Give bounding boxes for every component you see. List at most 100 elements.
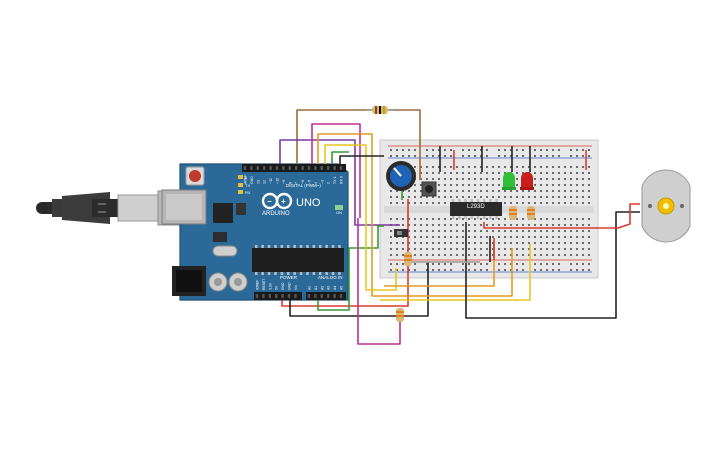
power-analog-pin-label: A2: [320, 286, 324, 290]
power-header[interactable]: [254, 292, 302, 300]
arduino-logo: − + ARDUINO UNO: [261, 192, 321, 217]
header-pin[interactable]: [263, 166, 266, 170]
digital-pin-label: RX 0: [340, 176, 344, 184]
analog-header[interactable]: [306, 292, 346, 300]
header-pin[interactable]: [314, 294, 317, 298]
digital-pin-label: 12: [263, 180, 267, 184]
power-analog-pin-label: GND: [288, 282, 292, 290]
motor-icon[interactable]: [641, 169, 691, 243]
header-pin[interactable]: [269, 166, 272, 170]
header-pin[interactable]: [301, 166, 304, 170]
wire-yellow-top: [324, 144, 367, 240]
header-pin[interactable]: [307, 166, 311, 170]
resistor-icon: [509, 206, 517, 220]
resistor-icon: [527, 206, 535, 220]
on-label: ON: [336, 210, 342, 215]
header-pin[interactable]: [243, 166, 247, 170]
power-analog-pin-label: A3: [327, 286, 331, 290]
header-pin[interactable]: [320, 294, 323, 298]
header-pin[interactable]: [339, 166, 343, 170]
power-analog-pin-label: RESET: [262, 279, 266, 290]
led-icon: [502, 172, 516, 190]
digital-pin-label: 4: [314, 182, 318, 184]
wire-yellow-bottom: [365, 240, 397, 291]
power-analog-pin-label: GND: [281, 282, 285, 290]
resistor-icon: [396, 308, 404, 322]
analog-label: ANALOG IN: [318, 275, 343, 280]
wire-magenta-bottom: [357, 218, 401, 345]
digital-pin-label: AREF: [244, 174, 248, 184]
tx-label: TX: [245, 183, 250, 188]
digital-pin-label: ~6: [301, 180, 305, 184]
digital-pin-label: ~3: [320, 180, 324, 184]
header-pin[interactable]: [255, 294, 259, 298]
digital-pin-label: ~11: [269, 178, 273, 184]
digital-header-label: DIGITAL (PWM~): [286, 183, 321, 188]
wire-brown: [296, 109, 421, 180]
digital-pin-label: TX 1: [333, 176, 337, 184]
power-analog-pin-label: 5V: [275, 285, 279, 290]
l-led-label: L: [245, 175, 248, 180]
header-pin[interactable]: [327, 294, 330, 298]
wire-yellow-long: [380, 244, 531, 301]
digital-pin-label: 8: [288, 182, 292, 184]
header-pin[interactable]: [268, 294, 271, 298]
digital-pin-label: 2: [327, 182, 331, 184]
wire-green-a0: [317, 225, 384, 311]
header-pin[interactable]: [339, 294, 343, 298]
chip-label: L293D: [467, 204, 485, 210]
wire-red-5v: [281, 199, 409, 307]
header-pin[interactable]: [256, 166, 259, 170]
svg-text:−: −: [267, 197, 272, 206]
power-analog-pin-label: A1: [314, 286, 318, 290]
potentiometer-icon[interactable]: [386, 161, 416, 191]
digital-pin-label: ~5: [308, 180, 312, 184]
header-pin[interactable]: [287, 294, 291, 298]
power-analog-pin-label: A4: [333, 286, 337, 290]
digital-pin-label: ~9: [282, 180, 286, 184]
digital-pin-label: ~10: [276, 178, 280, 184]
resistor-icon: [366, 106, 394, 114]
wire-black-top: [339, 155, 384, 164]
header-pin[interactable]: [262, 294, 265, 298]
rx-label: RX: [245, 190, 251, 195]
wire-purple: [279, 139, 400, 226]
power-analog-pin-label: Vin: [294, 285, 298, 290]
header-pin[interactable]: [327, 166, 330, 170]
atmega-chip: [252, 248, 344, 272]
wire-orange-top: [317, 133, 373, 232]
power-analog-pin-label: IOREF: [256, 280, 260, 290]
resistor-icon: [404, 252, 412, 266]
power-analog-pin-label: 3.3V: [268, 282, 272, 290]
power-label: POWER: [280, 275, 298, 280]
header-pin[interactable]: [295, 166, 298, 170]
header-pin[interactable]: [320, 166, 323, 170]
header-pin[interactable]: [314, 166, 317, 170]
digital-pin-label: 7: [295, 182, 299, 184]
header-pin[interactable]: [288, 166, 291, 170]
digital-header[interactable]: [242, 164, 346, 172]
header-pin[interactable]: [307, 294, 311, 298]
header-pin[interactable]: [275, 166, 279, 170]
header-pin[interactable]: [333, 294, 336, 298]
digital-pin-label: 13: [256, 180, 260, 184]
pushbutton-icon[interactable]: [421, 181, 437, 197]
header-pin[interactable]: [275, 294, 278, 298]
svg-text:+: +: [281, 197, 286, 206]
wire-black-gnd: [289, 262, 429, 317]
header-pin[interactable]: [282, 166, 285, 170]
header-pin[interactable]: [333, 166, 336, 170]
wires: [279, 109, 640, 345]
header-pin[interactable]: [294, 294, 297, 298]
wire-red-motor: [483, 203, 640, 229]
digital-pin-label: GND: [250, 176, 254, 184]
reset-button[interactable]: [185, 166, 205, 186]
header-pin[interactable]: [281, 294, 284, 298]
brand-label: ARDUINO: [262, 211, 290, 217]
header-pin[interactable]: [250, 166, 253, 170]
slide-switch[interactable]: [394, 229, 408, 237]
